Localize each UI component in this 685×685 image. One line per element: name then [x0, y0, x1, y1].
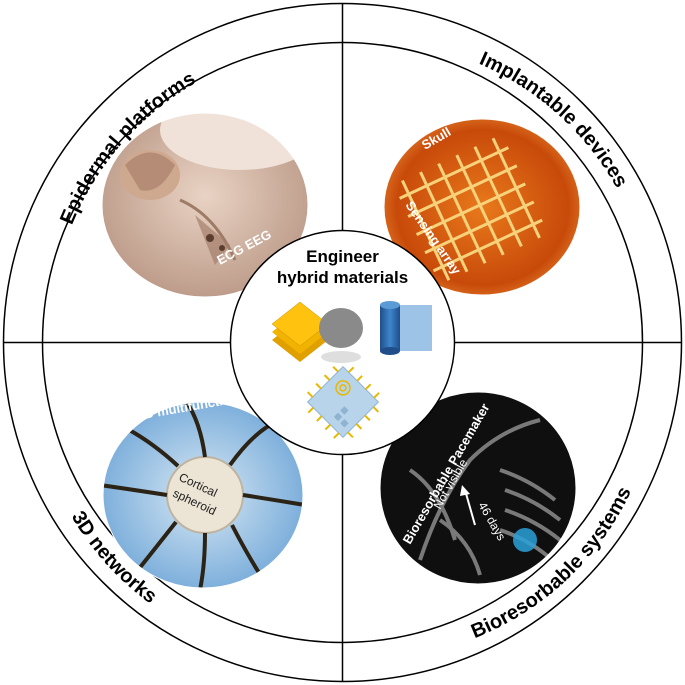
2d-sheets-icon	[271, 301, 329, 362]
implantable-photo-border	[383, 118, 581, 296]
bioresorbable-photo-border	[379, 391, 577, 585]
pacemaker-glow	[513, 528, 537, 552]
center-title-line2: hybrid materials	[277, 268, 408, 287]
epidermal-photo-border	[101, 112, 309, 298]
nanoparticle-disk-icon	[319, 308, 363, 363]
implantable-photo	[384, 119, 580, 295]
time-arrow	[460, 485, 476, 526]
3d-network-photo	[103, 402, 303, 588]
3d-network-photo-border	[102, 401, 304, 589]
framework-ribbons	[103, 402, 303, 588]
chip-icon	[306, 365, 380, 439]
sensing-array-grid	[399, 137, 543, 281]
center-title-line1: Engineer	[306, 247, 379, 266]
rolled-sheet-cylinder-icon	[380, 301, 432, 355]
